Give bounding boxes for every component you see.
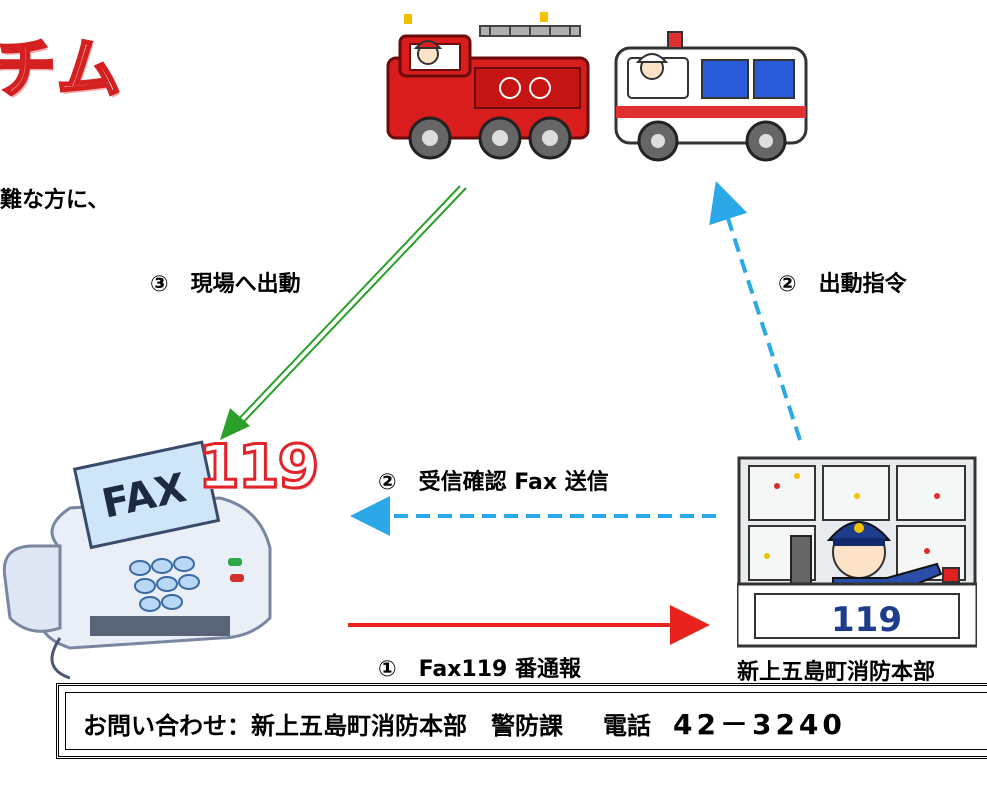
- dispatch-to-scene-arrow: [220, 185, 467, 440]
- tel-label: 電話: [603, 712, 651, 740]
- contact-line: お問い合わせ：新上五島町消防本部 警防課 電話 42－3240: [83, 703, 846, 743]
- hq-panel-number: 119: [831, 600, 902, 640]
- dispatcher-icon: 119: [737, 456, 977, 648]
- step2-confirm-label: ② 受信確認 Fax 送信: [378, 470, 609, 495]
- fax-119-number: 119: [196, 431, 320, 504]
- page-title-fragment: チム: [0, 32, 123, 109]
- contact-text: お問い合わせ：新上五島町消防本部 警防課: [83, 712, 563, 740]
- dispatch-order-arrow: [709, 180, 802, 441]
- fax-machine-icon: FAX: [2, 440, 272, 680]
- step1-label: ① Fax119 番通報: [378, 657, 581, 682]
- tel-number: 42－3240: [673, 708, 846, 741]
- ambulance-icon: [614, 31, 808, 162]
- step2-dispatch-label: ② 出動指令: [778, 272, 907, 297]
- contact-box: [56, 683, 987, 759]
- fire-truck-icon: [386, 12, 590, 160]
- intro-text: 難な方に、: [0, 188, 110, 213]
- step3-label: ③ 現場へ出動: [150, 272, 301, 297]
- hq-caption: 新上五島町消防本部: [737, 660, 936, 685]
